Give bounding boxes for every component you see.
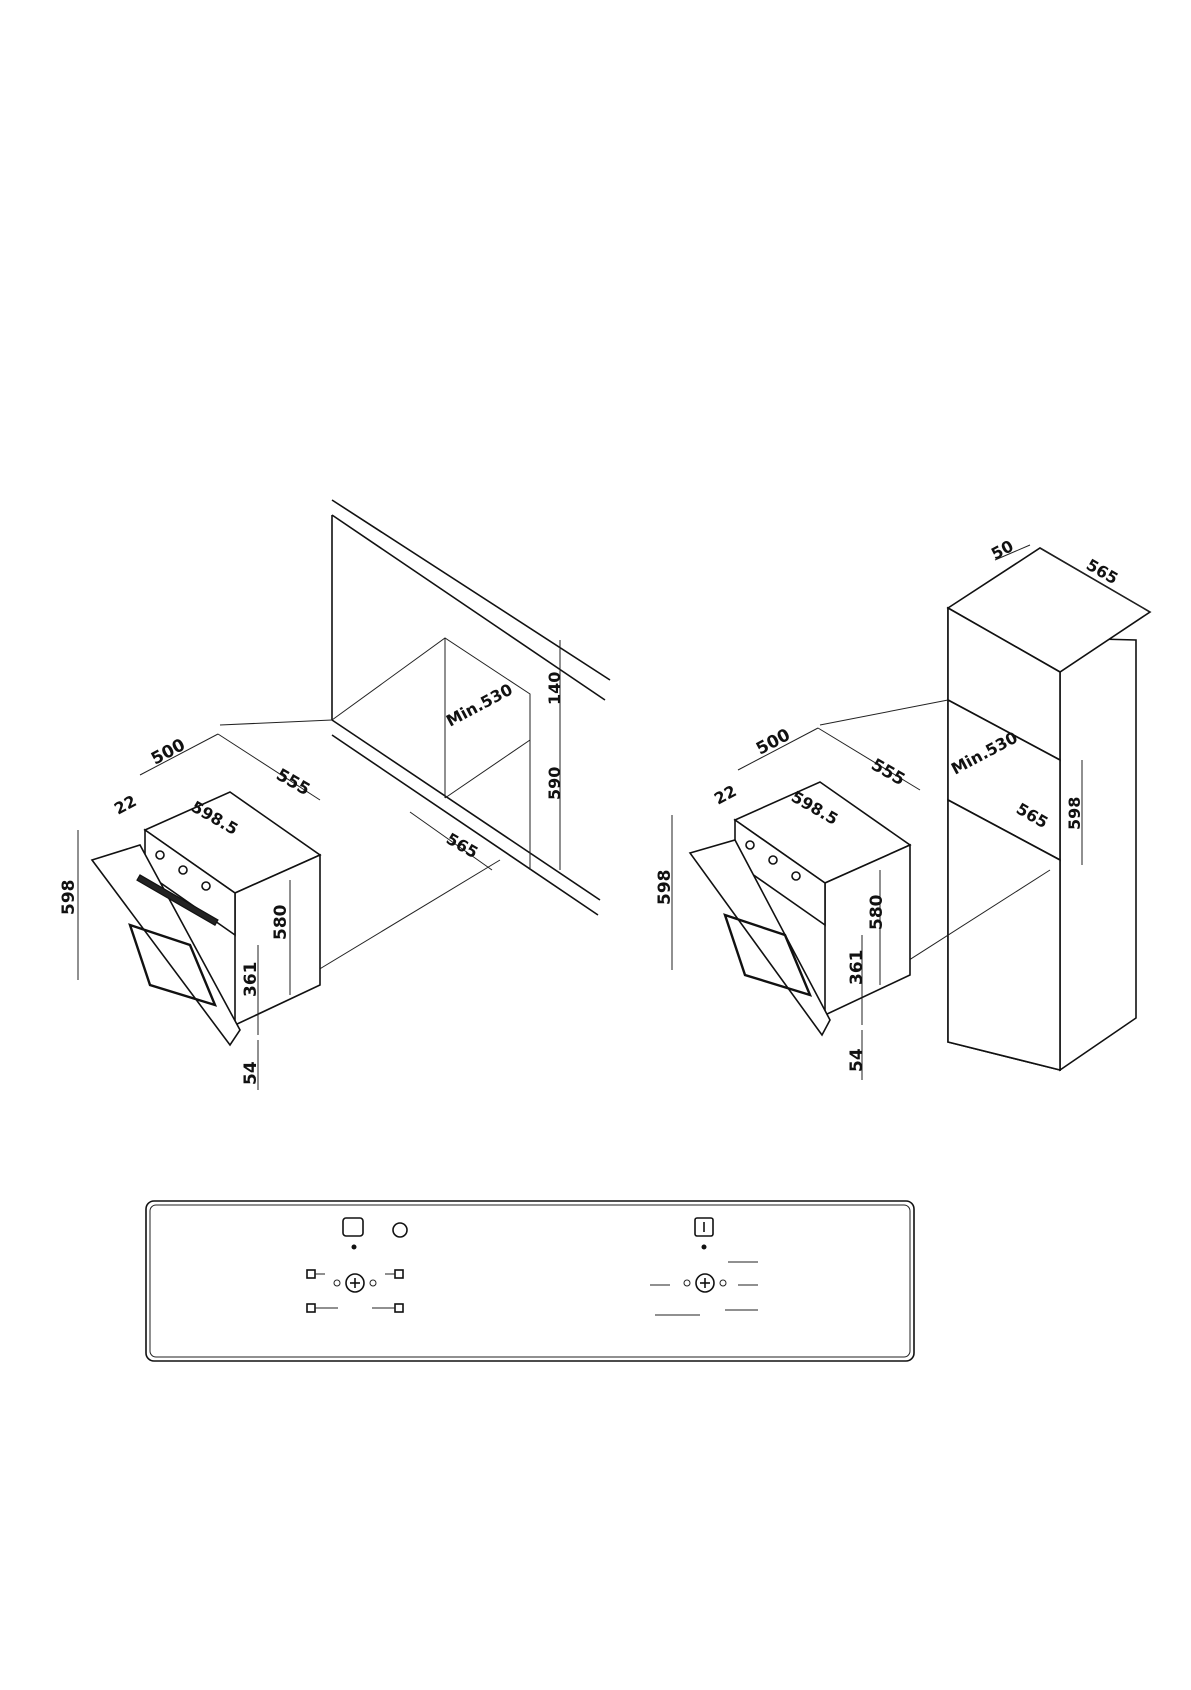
- function-symbol-icon: [307, 1270, 315, 1278]
- function-symbol-icon: [395, 1304, 403, 1312]
- function-symbol-icon: [395, 1270, 403, 1278]
- dim-label-54: 54: [241, 1061, 261, 1085]
- wall-top-line-2: [332, 515, 605, 700]
- right-installation-diagram: 500 555 22 598.5 598 580 361 54 50 565 M…: [655, 536, 1150, 1080]
- dim-label-598: 598: [655, 870, 675, 906]
- niche-outline: [332, 638, 530, 870]
- position-dot: [370, 1280, 376, 1286]
- cabinet-side: [1060, 638, 1136, 1070]
- dim-label-565: 565: [443, 829, 481, 862]
- dim-label-555: 555: [273, 765, 314, 800]
- left-installation-diagram: 500 555 22 598.5 598 580 361 54 Min.530 …: [59, 500, 610, 1090]
- knob-marker: [352, 1245, 357, 1250]
- dim-label-22: 22: [111, 791, 140, 818]
- dim-label-361: 361: [847, 950, 867, 986]
- dim-label-140: 140: [545, 672, 564, 705]
- control-panel-inner-frame: [150, 1205, 910, 1357]
- dim-label-500: 500: [753, 725, 794, 759]
- dim-label-361: 361: [241, 962, 261, 998]
- dim-label-598: 598: [59, 880, 79, 916]
- dim-label-50: 50: [988, 536, 1017, 563]
- dim-label-580: 580: [271, 904, 291, 940]
- dim-label-54: 54: [847, 1048, 867, 1072]
- timer-icon: [343, 1218, 363, 1236]
- dim-line-555: [818, 728, 920, 790]
- indicator-lamp-icon: [393, 1223, 407, 1237]
- wall-top-line: [332, 500, 610, 680]
- dim-label-555: 555: [868, 755, 909, 790]
- wall-bottom-line-2: [332, 735, 598, 915]
- dim-label-580: 580: [867, 894, 887, 930]
- projection-line: [820, 700, 948, 725]
- position-dot: [684, 1280, 690, 1286]
- position-dot: [720, 1280, 726, 1286]
- dim-label-min-530: Min.530: [443, 680, 516, 731]
- niche-floor-back: [445, 740, 530, 798]
- knob-marker: [702, 1245, 707, 1250]
- control-panel-frame: [146, 1201, 914, 1361]
- function-symbol-icon: [307, 1304, 315, 1312]
- dim-label-590: 590: [545, 767, 564, 800]
- dim-label-500: 500: [148, 735, 189, 769]
- dim-label-598-niche: 598: [1065, 797, 1084, 830]
- dim-label-22: 22: [711, 781, 740, 808]
- control-panel: [146, 1201, 914, 1361]
- projection-line: [220, 720, 332, 725]
- position-dot: [334, 1280, 340, 1286]
